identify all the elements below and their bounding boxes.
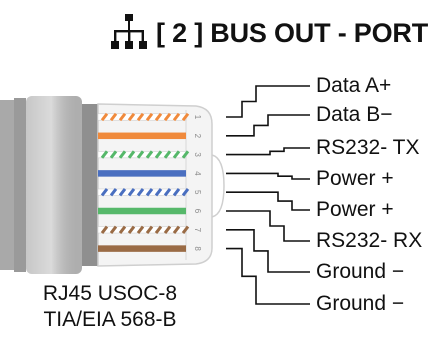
pin-label-2: Data B− [316,103,393,126]
leader-line-5 [226,191,310,211]
pin-label-3: RS232- TX [316,136,420,159]
wire-stripe [118,150,127,159]
wire-stripe [127,112,136,122]
pin-number-6: 6 [193,209,202,214]
wire-stripe [145,150,154,159]
wire-stripe [118,225,127,234]
pin-number-2: 2 [193,134,202,139]
wire-stripe [172,112,181,122]
wire-stripe [118,112,127,122]
wire-stripe [118,188,127,197]
wire-stripe [181,150,190,159]
wire-stripe [172,225,181,234]
wire-stripe [181,225,190,234]
pin-label-7: Ground − [316,260,405,283]
wire-6 [98,207,186,215]
wire-stripe [145,188,154,197]
pin-label-4: Power + [316,167,394,190]
wire-stripe [163,188,172,197]
pin-label-6: RS232- RX [316,229,423,252]
wire-stripe [109,150,118,159]
pin-label-5: Power + [316,198,394,221]
wire-stripe [163,225,172,234]
leader-line-2 [226,114,310,137]
pin-number-8: 8 [193,246,202,251]
leader-line-group [226,85,310,305]
wire-stripe [109,188,118,197]
wire-stripe [100,188,109,197]
wire-stripe [136,150,145,159]
standard-label-line1: RJ45 USOC-8 [42,282,178,305]
pin-number-7: 7 [193,228,202,233]
wire-stripe [172,188,181,197]
pin-number-group: 1 2 3 4 5 6 7 8 [193,115,225,251]
standard-label-line2: TIA/EIA 568-B [43,308,177,331]
wire-stripe [100,225,109,234]
pin-number-1: 1 [193,115,202,120]
leader-line-4 [226,172,310,180]
wire-stripe [181,112,190,122]
leader-line-1 [226,85,310,118]
wire-stripe [154,188,163,197]
wire-stripe [145,112,154,122]
rj45-plug [97,103,213,267]
wire-stripe [163,112,172,122]
leader-line-3 [226,147,310,156]
leader-line-8 [226,247,310,305]
wire-stripe [145,225,154,234]
pin-label-8: Ground − [316,292,405,315]
wire-stripe [127,150,136,159]
pin-number-3: 3 [193,152,202,157]
wire-stripe [127,225,136,234]
wire-stripe [136,112,145,122]
leader-line-6 [226,210,310,242]
network-topology-icon [111,14,147,49]
wire-stripe [100,112,109,122]
wire-stripe [172,150,181,159]
wire-stripe [109,112,118,122]
wire-stripe [154,112,163,122]
port-title: [ 2 ] BUS OUT - PORT [156,18,428,48]
wire-stripe [136,188,145,197]
pin-number-5: 5 [193,190,202,195]
wire-8 [98,245,186,252]
wire-stripe [109,225,118,234]
wire-stripe [100,150,109,159]
wire-stripe [127,188,136,197]
port-header: [ 2 ] BUS OUT - PORT [110,6,440,62]
wire-stripe [163,150,172,159]
wire-stripe [181,188,190,197]
wire-stripe [154,225,163,234]
pin-label-1: Data A+ [316,74,392,97]
wire-4 [98,170,186,177]
wire-stripe [154,150,163,159]
wire-group [97,112,190,252]
plug-latch [211,154,225,218]
wire-2 [98,132,186,140]
cable [0,96,98,274]
wire-stripe [136,225,145,234]
leader-line-7 [226,229,310,273]
pin-number-4: 4 [193,171,202,176]
